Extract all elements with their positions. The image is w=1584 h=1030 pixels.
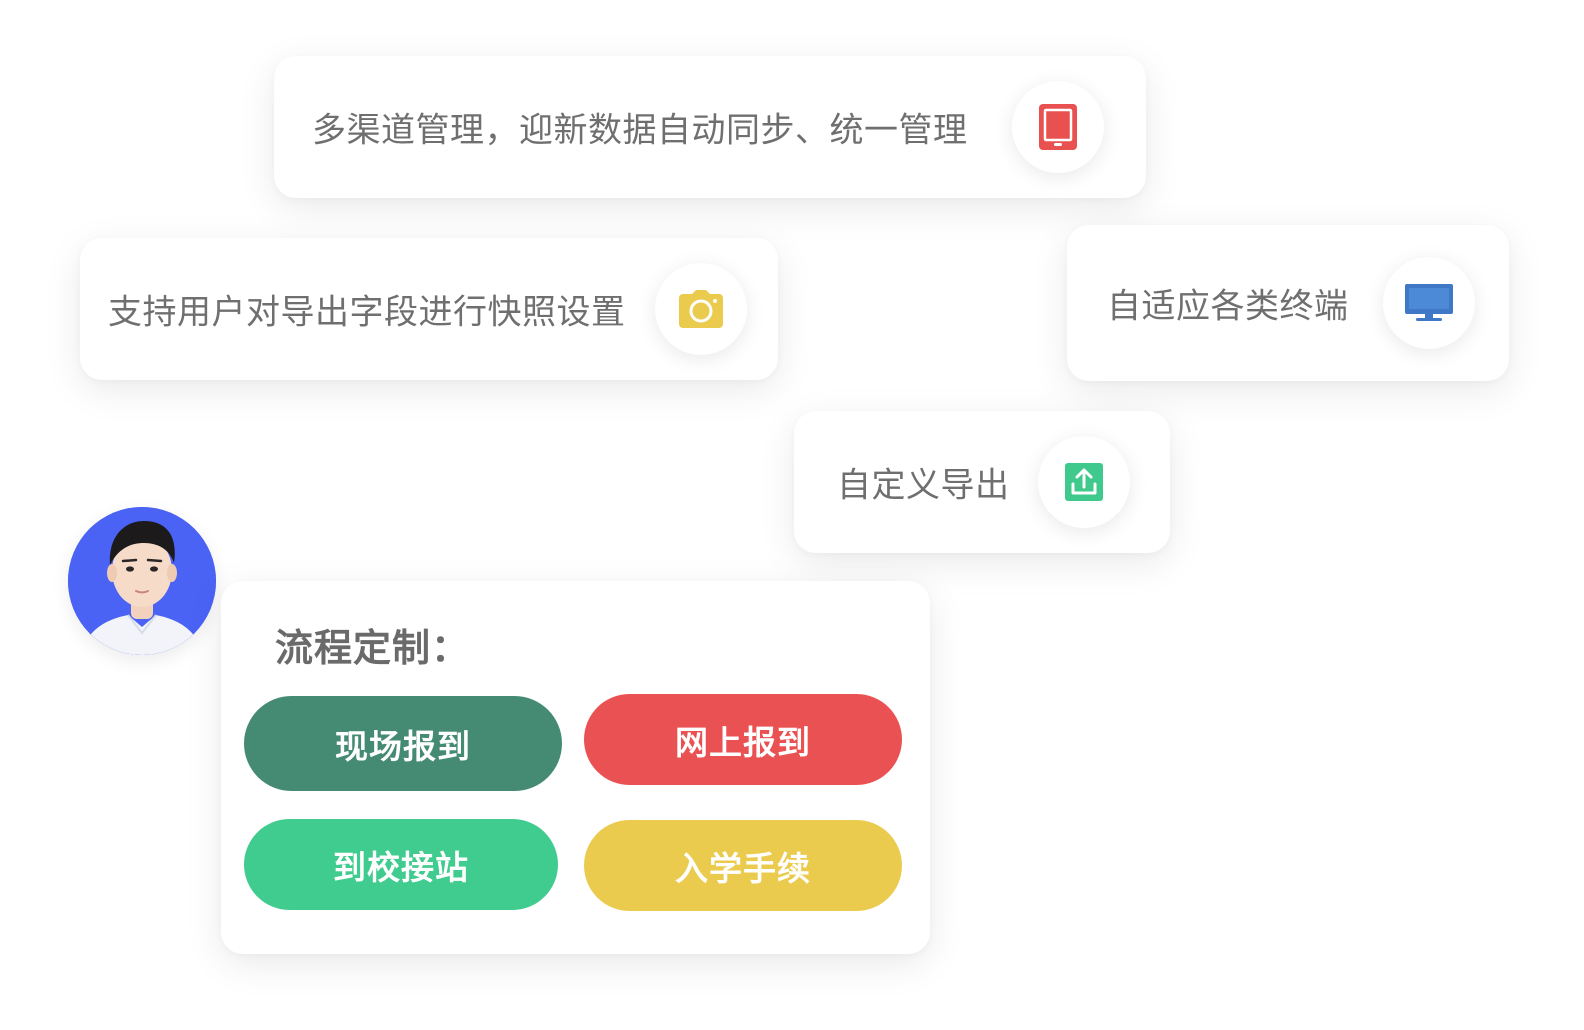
camera-icon <box>679 290 723 328</box>
tablet-icon-circle[interactable] <box>1012 81 1104 173</box>
user-avatar <box>68 507 216 655</box>
enrollment-procedures-button[interactable]: 入学手续 <box>584 820 902 911</box>
feature-text-export: 自定义导出 <box>837 465 1010 506</box>
monitor-icon-circle[interactable] <box>1383 257 1475 349</box>
feature-card-multi-channel: 多渠道管理，迎新数据自动同步、统一管理 <box>274 56 1146 198</box>
camera-icon-circle[interactable] <box>655 263 747 355</box>
upload-icon-circle[interactable] <box>1038 436 1130 528</box>
feature-text-snapshot: 支持用户对导出字段进行快照设置 <box>108 292 626 333</box>
person-icon <box>68 507 216 655</box>
feature-text-adaptive: 自适应各类终端 <box>1107 286 1349 327</box>
flow-custom-card: 流程定制： 现场报到 网上报到 到校接站 入学手续 <box>221 581 930 954</box>
upload-icon <box>1065 463 1103 501</box>
feature-card-export: 自定义导出 <box>794 411 1170 553</box>
station-pickup-button[interactable]: 到校接站 <box>244 819 558 910</box>
onsite-checkin-button[interactable]: 现场报到 <box>244 696 562 791</box>
tablet-icon <box>1039 104 1077 150</box>
online-checkin-button[interactable]: 网上报到 <box>584 694 902 785</box>
feature-card-adaptive: 自适应各类终端 <box>1067 225 1509 381</box>
monitor-icon <box>1405 284 1453 321</box>
feature-text-multi-channel: 多渠道管理，迎新数据自动同步、统一管理 <box>312 110 968 151</box>
flow-title: 流程定制： <box>275 626 471 670</box>
feature-card-snapshot: 支持用户对导出字段进行快照设置 <box>80 238 778 380</box>
